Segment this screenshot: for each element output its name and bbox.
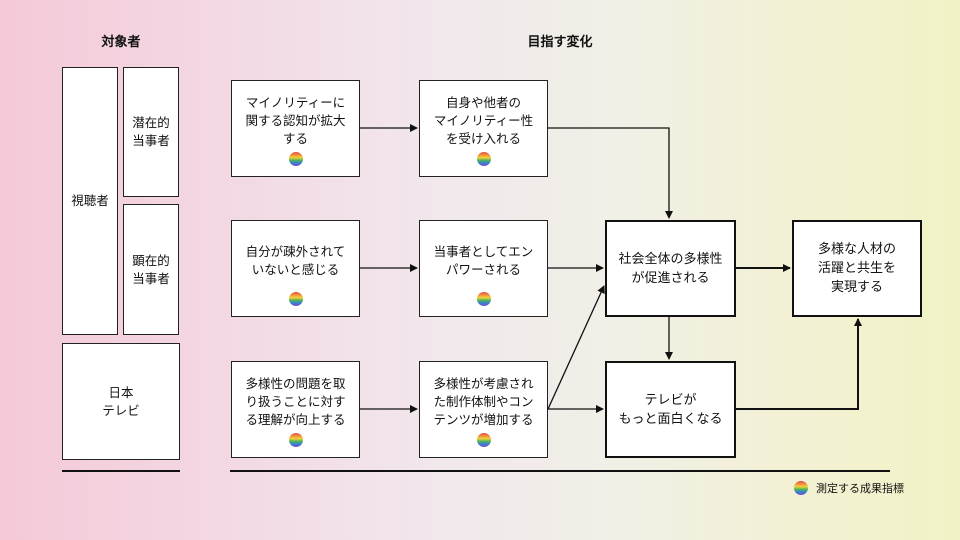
- acceptance-box: 自身や他者の マイノリティー性 を受け入れる: [419, 80, 548, 177]
- target-header-rule: [62, 470, 180, 472]
- awareness-label: マイノリティーに 関する認知が拡大 する: [245, 94, 346, 146]
- tv-more-fun-label: テレビが もっと面白くなる: [618, 392, 723, 427]
- legend: 測定する成果指標: [794, 480, 904, 496]
- nippon-tv-box: 日本 テレビ: [62, 343, 180, 460]
- final-goal-label: 多様な人材の 活躍と共生を 実現する: [817, 242, 896, 295]
- indicator-icon: [476, 433, 491, 447]
- manifest-party-box: 顕在的 当事者: [123, 204, 179, 335]
- nippon-tv-label: 日本 テレビ: [102, 384, 140, 418]
- awareness-box: マイノリティーに 関する認知が拡大 する: [231, 80, 360, 177]
- arrow-acceptance-diversity: [548, 127, 673, 219]
- change-header-rule: [230, 470, 890, 472]
- final-goal-box: 多様な人材の 活躍と共生を 実現する: [792, 220, 922, 317]
- arrow-tvfun-final: [736, 318, 862, 410]
- acceptance-label: 自身や他者の マイノリティー性 を受け入れる: [433, 94, 534, 146]
- latent-party-box: 潜在的 当事者: [123, 67, 179, 197]
- diverse-content-label: 多様性が考慮され た制作体制やコン テンツが増加する: [433, 375, 534, 427]
- indicator-icon: [476, 292, 491, 306]
- not-excluded-label: 自分が疎外されて いないと感じる: [245, 243, 346, 277]
- indicator-icon: [794, 481, 808, 495]
- indicator-icon: [288, 433, 303, 447]
- indicator-icon: [288, 292, 303, 306]
- empowerment-box: 当事者としてエン パワーされる: [419, 220, 548, 317]
- change-header: 目指す変化: [527, 35, 593, 50]
- viewers-label: 視聴者: [71, 193, 109, 208]
- diverse-content-box: 多様性が考慮され た制作体制やコン テンツが増加する: [419, 361, 548, 458]
- understanding-label: 多様性の問題を取 り扱うことに対す る理解が向上する: [245, 375, 346, 427]
- manifest-party-label: 顕在的 当事者: [132, 252, 170, 286]
- latent-party-label: 潜在的 当事者: [132, 115, 170, 148]
- target-header: 対象者: [101, 35, 141, 50]
- diversity-promoted-label: 社会全体の多様性 が促進される: [618, 251, 723, 286]
- legend-label: 測定する成果指標: [816, 482, 904, 495]
- indicator-icon: [476, 152, 491, 166]
- viewers-box: 視聴者: [62, 67, 118, 335]
- not-excluded-box: 自分が疎外されて いないと感じる: [231, 220, 360, 317]
- empowerment-label: 当事者としてエン パワーされる: [433, 243, 534, 277]
- diversity-promoted-box: 社会全体の多様性 が促進される: [605, 220, 736, 317]
- indicator-icon: [288, 152, 303, 166]
- understanding-box: 多様性の問題を取 り扱うことに対す る理解が向上する: [231, 361, 360, 458]
- arrow-content-diversity: [547, 285, 605, 410]
- tv-more-fun-box: テレビが もっと面白くなる: [605, 361, 736, 458]
